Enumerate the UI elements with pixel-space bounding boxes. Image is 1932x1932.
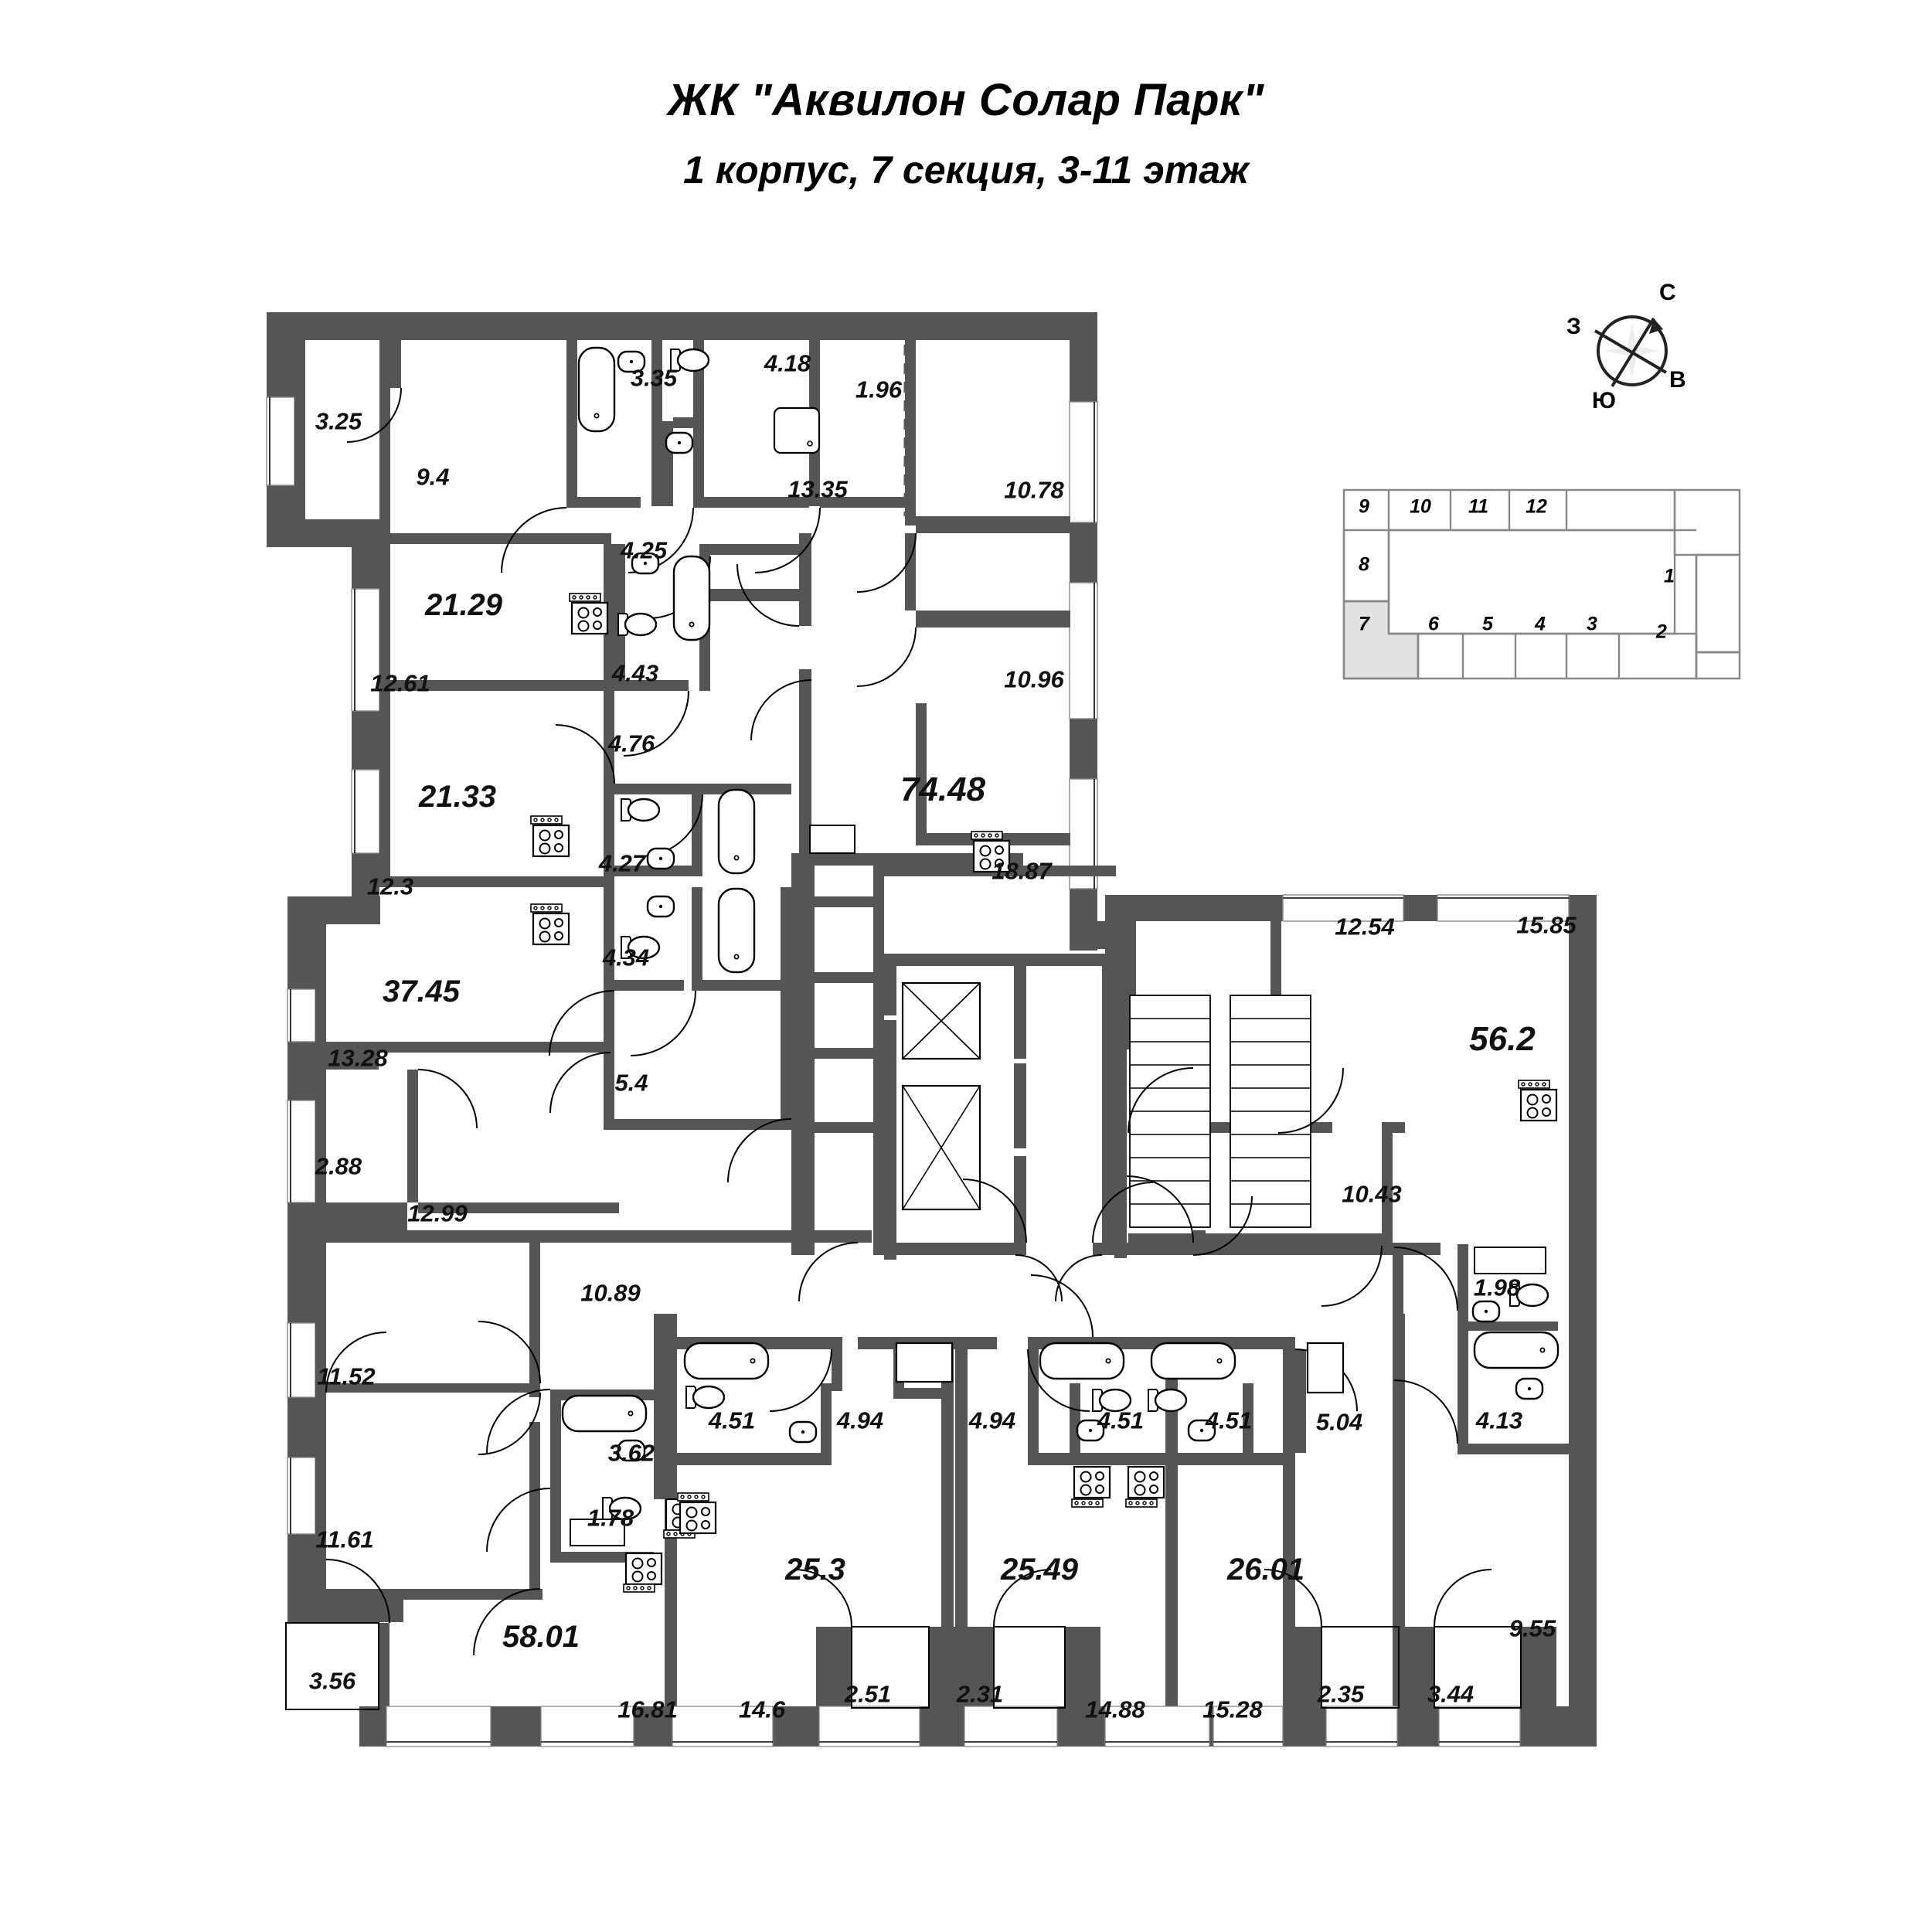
room-area-label: 16.81: [617, 1696, 678, 1723]
room-area-label: 14.6: [738, 1696, 786, 1723]
room-area-label: 11.52: [317, 1362, 376, 1390]
key-plan-section-6[interactable]: 6: [1428, 613, 1439, 635]
room-area-label: 4.43: [611, 659, 659, 687]
room-area-label: 4.13: [1475, 1406, 1523, 1434]
room-area-label: 3.62: [607, 1439, 655, 1467]
bottom-block-walls: [315, 1243, 1405, 1708]
room-area-label: 3.56: [308, 1667, 356, 1695]
compass-label-east: В: [1669, 367, 1686, 393]
key-plan-section-3[interactable]: 3: [1587, 613, 1597, 635]
room-area-label: 4.51: [708, 1406, 756, 1434]
room-area-label: 3.35: [630, 364, 678, 392]
room-area-label: 1.96: [855, 376, 903, 403]
compass-label-north: С: [1659, 280, 1676, 305]
room-area-label: 2.31: [956, 1680, 1004, 1708]
room-area-label: 4.34: [602, 944, 650, 971]
room-area-label: 3.25: [315, 407, 362, 435]
room-area-label: 26.01: [1226, 1553, 1305, 1587]
room-area-label: 4.18: [764, 349, 811, 377]
elevator-shafts: [901, 981, 981, 1211]
room-area-label: 12.99: [407, 1199, 468, 1227]
room-area-label: 15.28: [1202, 1696, 1263, 1723]
room-area-label: 10.78: [1004, 476, 1064, 504]
room-area-label: 5.4: [614, 1069, 648, 1097]
room-area-label: 1.78: [587, 1504, 634, 1532]
room-area-label: 21.29: [424, 588, 503, 622]
room-area-label: 3.44: [1427, 1680, 1475, 1708]
room-area-label: 74.48: [900, 770, 986, 808]
key-plan-section-7[interactable]: 7: [1359, 613, 1369, 635]
room-area-label: 11.61: [315, 1526, 374, 1553]
room-area-label: 21.33: [418, 780, 497, 814]
room-area-label: 4.76: [607, 730, 655, 757]
room-area-label: 4.51: [1205, 1406, 1253, 1434]
compass-rose: С З В Ю: [1566, 280, 1708, 425]
room-area-label: 18.87: [992, 857, 1052, 885]
room-area-label: 10.96: [1004, 665, 1064, 693]
title-block: ЖК "Аквилон Солар Парк" 1 корпус, 7 секц…: [0, 74, 1932, 192]
room-area-label: 12.3: [366, 872, 414, 900]
room-area-label: 15.85: [1516, 911, 1577, 939]
room-area-label: 25.49: [1000, 1553, 1079, 1587]
room-area-label: 4.25: [620, 536, 668, 564]
room-area-label: 25.3: [785, 1553, 845, 1587]
room-area-label: 12.61: [370, 669, 430, 697]
staircase: [1129, 995, 1311, 1228]
page-subtitle: 1 корпус, 7 секция, 3-11 этаж: [683, 148, 1249, 192]
room-area-label: 14.88: [1085, 1696, 1145, 1723]
room-area-label: 10.43: [1342, 1180, 1402, 1208]
room-area-label: 9.55: [1509, 1614, 1556, 1642]
room-area-label: 9.4: [416, 463, 450, 491]
fixtures: [530, 346, 1560, 1593]
room-area-label: 37.45: [382, 975, 461, 1009]
room-area-label: 13.35: [787, 475, 848, 503]
room-area-label: 4.94: [968, 1406, 1016, 1434]
key-plan-section-5[interactable]: 5: [1482, 613, 1493, 635]
key-plan-section-11[interactable]: 11: [1468, 495, 1488, 518]
room-area-label: 4.51: [1097, 1406, 1145, 1434]
room-area-label: 56.2: [1469, 1020, 1536, 1058]
room-area-label: 1.98: [1473, 1274, 1521, 1301]
key-plan-section-12[interactable]: 12: [1526, 495, 1547, 518]
compass-label-west: З: [1566, 314, 1581, 339]
key-plan-section-8[interactable]: 8: [1359, 553, 1369, 576]
room-area-label: 12.54: [1335, 913, 1395, 940]
balcony-piers: [816, 1627, 1556, 1712]
room-area-label: 10.89: [580, 1279, 641, 1307]
key-plan-section-1[interactable]: 1: [1664, 565, 1675, 587]
bottom-window-bays: [386, 1706, 1521, 1747]
room-area-label: 2.51: [844, 1680, 892, 1708]
compass-label-south: Ю: [1592, 388, 1616, 413]
building-key-plan: 9 10 11 12 8 1 7 6 5 4 3 2: [1341, 485, 1743, 690]
balcony-rails: [285, 1622, 1522, 1710]
room-area-label: 4.27: [598, 849, 646, 877]
key-section-7-highlight[interactable]: [1342, 600, 1420, 680]
page-title: ЖК "Аквилон Солар Парк": [668, 75, 1264, 125]
key-plan-svg: [1342, 488, 1741, 680]
key-plan-section-10[interactable]: 10: [1410, 495, 1431, 518]
key-plan-section-2[interactable]: 2: [1656, 621, 1667, 643]
room-area-label: 5.04: [1315, 1408, 1363, 1436]
room-area-label: 4.94: [836, 1406, 884, 1434]
compass-svg: [1594, 315, 1668, 388]
room-area-label: 58.01: [502, 1620, 580, 1654]
key-plan-section-9[interactable]: 9: [1359, 495, 1369, 518]
room-area-label: 13.28: [328, 1044, 388, 1072]
room-area-label: 2.35: [1317, 1680, 1365, 1708]
room-area-label: 2.88: [315, 1152, 362, 1180]
key-plan-section-4[interactable]: 4: [1535, 613, 1546, 635]
hall-double-door: [1015, 1254, 1103, 1302]
